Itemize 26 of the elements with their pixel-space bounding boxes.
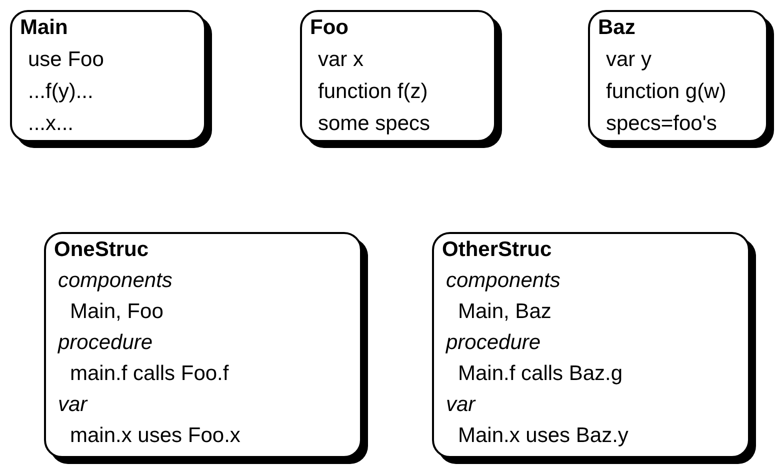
module-line: ...x...	[27, 111, 75, 137]
module-line: procedure	[56, 330, 154, 356]
module-line: var	[445, 392, 477, 418]
module-line: Main.f calls Baz.g	[457, 361, 624, 387]
module-title: OneStruc	[53, 237, 150, 263]
module-title: OtherStruc	[441, 237, 553, 263]
module-line: function g(w)	[605, 79, 728, 105]
module-line: var	[57, 392, 89, 418]
module-line: components	[445, 268, 562, 294]
module-line: ...f(y)...	[27, 79, 94, 105]
module-line: main.x uses Foo.x	[69, 423, 242, 449]
module-line: components	[57, 268, 174, 294]
module-title: Baz	[597, 15, 636, 41]
module-line: Main.x uses Baz.y	[457, 423, 630, 449]
module-line: var x	[317, 47, 365, 73]
module-line: procedure	[444, 330, 542, 356]
module-title: Foo	[309, 15, 350, 41]
module-line: use Foo	[27, 47, 105, 73]
module-title: Main	[19, 15, 69, 41]
module-line: function f(z)	[317, 79, 429, 105]
module-line: var y	[605, 47, 653, 73]
module-line: Main, Foo	[69, 299, 164, 325]
module-line: specs=foo's	[605, 111, 718, 137]
module-line: some specs	[317, 111, 432, 137]
module-line: Main, Baz	[457, 299, 552, 325]
module-line: main.f calls Foo.f	[69, 361, 230, 387]
